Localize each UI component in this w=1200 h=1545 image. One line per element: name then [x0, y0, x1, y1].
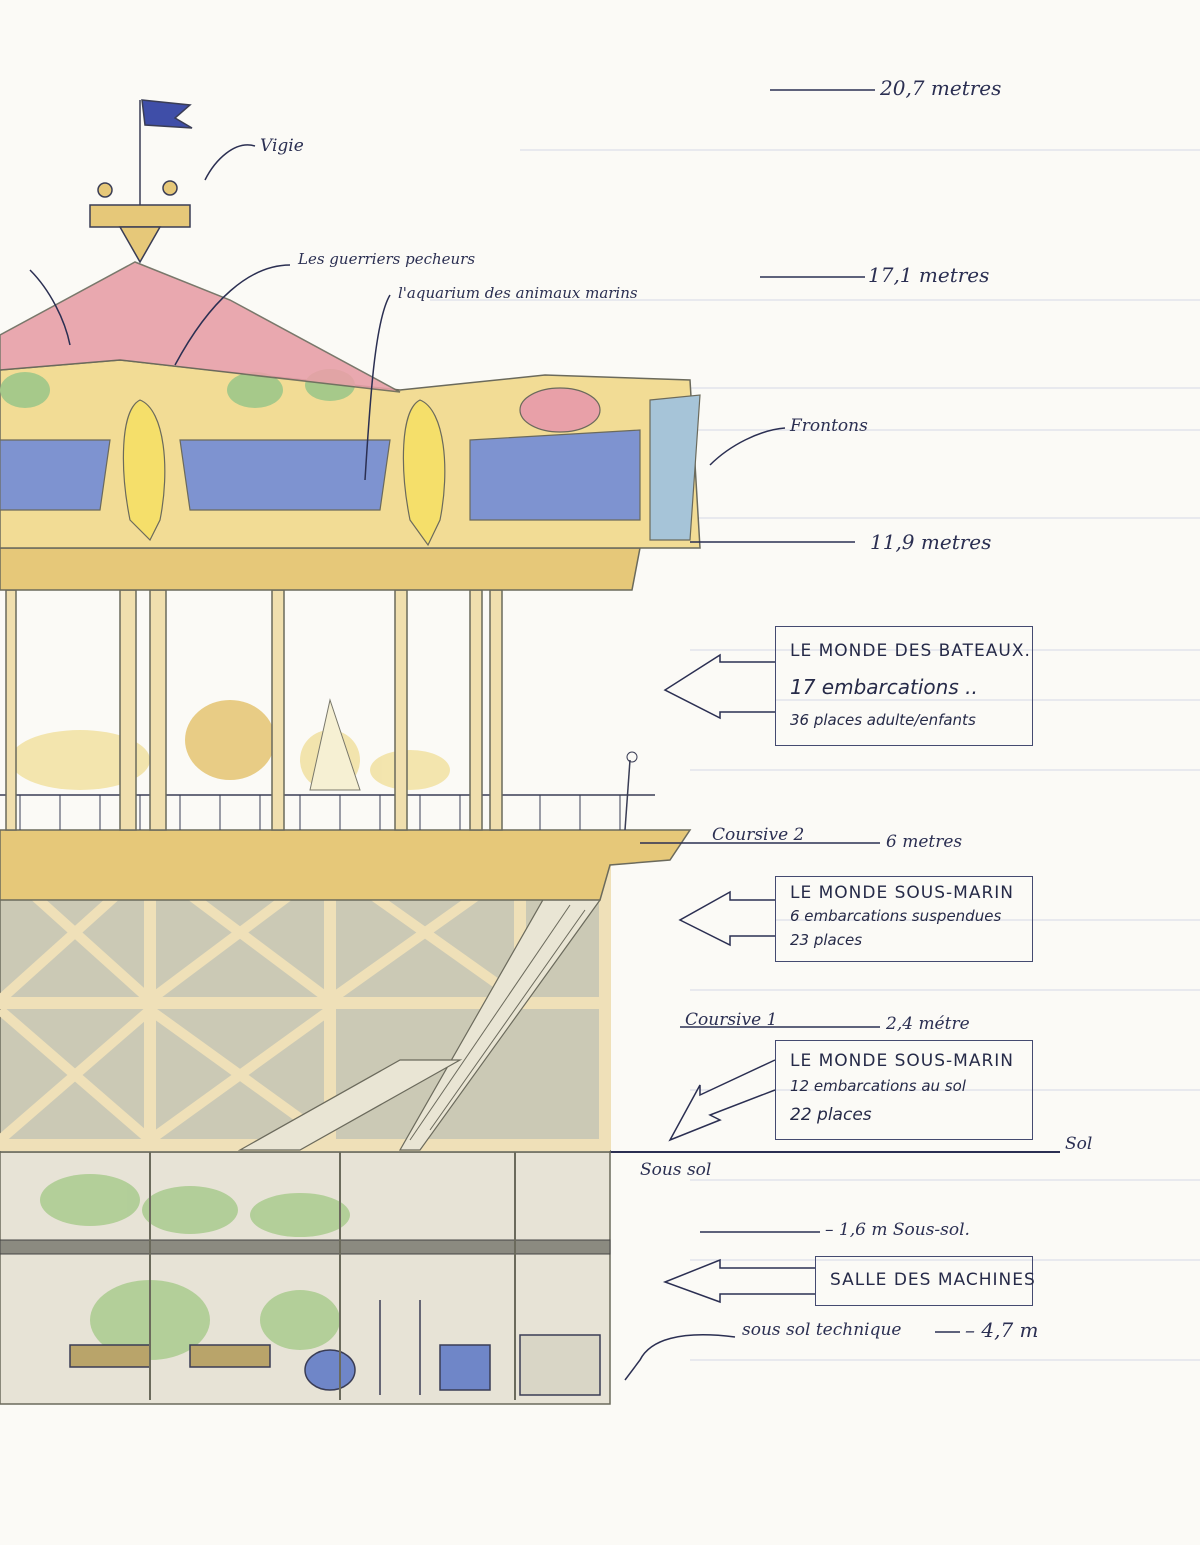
box-monde-des-bateaux: LE MONDE DES BATEAUX. 17 embarcations ..…: [775, 626, 1033, 746]
annotation-sous-sol: Sous sol: [640, 1160, 712, 1180]
box-line-2: 23 places: [790, 931, 863, 949]
columns: [5, 589, 503, 831]
machine-room-objects: [69, 1300, 601, 1396]
annotation-sous-sol-technique: sous sol technique: [742, 1320, 902, 1340]
annotation-guerriers: Les guerriers pecheurs: [298, 250, 476, 268]
box-title: LE MONDE DES BATEAUX.: [790, 641, 1031, 661]
annotation-frontons: Frontons: [790, 416, 868, 436]
annotation-coursive-2: Coursive 2: [712, 825, 805, 845]
railing: [19, 795, 621, 830]
level-11-9: 11,9 metres: [870, 530, 992, 554]
box-line-2: 22 places: [790, 1105, 872, 1125]
box-title: LE MONDE SOUS-MARIN: [790, 883, 1014, 903]
leader-lines: [29, 89, 960, 1381]
level-6: 6 metres: [886, 832, 963, 852]
box-line-2: 36 places adulte/enfants: [790, 711, 976, 729]
level-sous-sol: – 1,6 m Sous-sol.: [825, 1220, 970, 1240]
box-salle-des-machines: SALLE DES MACHINES: [815, 1256, 1036, 1306]
box-monde-sous-marin-1: LE MONDE SOUS-MARIN 12 embarcations au s…: [775, 1040, 1033, 1140]
level-20-7: 20,7 metres: [880, 76, 1002, 100]
coursive-2-deck: [0, 829, 692, 901]
level-17-1: 17,1 metres: [868, 263, 990, 287]
box-title: LE MONDE SOUS-MARIN: [790, 1051, 1014, 1071]
level-technique: – 4,7 m: [965, 1318, 1039, 1342]
annotation-coursive-1: Coursive 1: [685, 1010, 778, 1030]
annotation-vigie: Vigie: [260, 136, 304, 156]
main-deck: [0, 547, 641, 591]
annotation-aquarium: l'aquarium des animaux marins: [398, 284, 638, 302]
warrior-figures: [122, 399, 446, 547]
level-sol: Sol: [1065, 1134, 1093, 1154]
level-2-4: 2,4 métre: [886, 1014, 970, 1034]
box-arrows: [662, 653, 815, 1304]
lookout-vigie: [89, 99, 193, 264]
roof: [0, 261, 401, 393]
box-monde-sous-marin-2: LE MONDE SOUS-MARIN 6 embarcations suspe…: [775, 876, 1033, 962]
box-line-1: 17 embarcations ..: [790, 675, 978, 699]
boats-level-scene: [10, 698, 450, 791]
frieze-panels: [0, 387, 701, 541]
basement-columns: [149, 1152, 516, 1400]
box-line-1: 12 embarcations au sol: [790, 1077, 966, 1095]
box-title: SALLE DES MACHINES: [830, 1270, 1036, 1290]
box-line-1: 6 embarcations suspendues: [790, 907, 1002, 925]
